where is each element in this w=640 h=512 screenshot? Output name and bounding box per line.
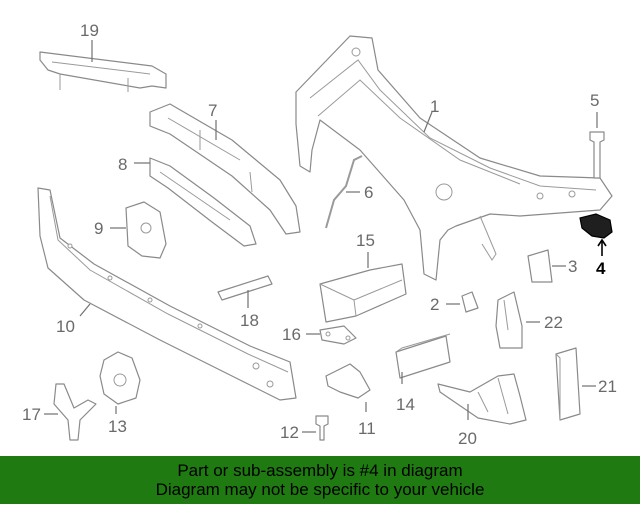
callout-11: 11 (358, 419, 376, 438)
callout-14: 14 (396, 395, 415, 414)
callout-20: 20 (458, 429, 477, 448)
callout-4: 4 (596, 259, 606, 278)
part-8: 8 (118, 155, 257, 247)
exploded-parts-diagram: 19 7 8 9 (22, 21, 617, 448)
callout-6: 6 (364, 183, 373, 202)
part-5: 5 (589, 91, 605, 179)
part-14: 14 (395, 333, 451, 414)
part-18: 18 (217, 275, 273, 330)
banner-line-2: Diagram may not be specific to your vehi… (155, 480, 485, 499)
bumper-holes (67, 243, 274, 388)
callout-9: 9 (94, 219, 103, 238)
part-21: 21 (555, 347, 617, 421)
callout-22: 22 (544, 313, 563, 332)
part-4-highlighted: 4 (579, 213, 613, 278)
callout-15: 15 (356, 231, 375, 250)
part-7: 7 (149, 101, 301, 235)
part-13: 13 (99, 351, 141, 436)
part-10: 10 (37, 187, 297, 401)
part-3: 3 (527, 249, 577, 283)
info-banner: Part or sub-assembly is #4 in diagram Di… (0, 456, 640, 504)
part-12: 12 (280, 415, 329, 442)
callout-3: 3 (568, 257, 577, 276)
part-2: 2 (430, 291, 479, 314)
part-6: 6 (325, 155, 373, 229)
callout-12: 12 (280, 423, 299, 442)
callout-5: 5 (590, 91, 599, 110)
callout-16: 16 (282, 325, 301, 344)
part-16: 16 (282, 325, 357, 345)
part-22: 22 (495, 291, 563, 349)
part-11: 11 (325, 363, 376, 438)
callout-19: 19 (80, 21, 99, 40)
callout-18: 18 (240, 311, 259, 330)
callout-1: 1 (430, 97, 439, 116)
part-17: 17 (22, 383, 97, 441)
callout-21: 21 (598, 377, 617, 396)
callout-8: 8 (118, 155, 127, 174)
callout-17: 17 (22, 405, 41, 424)
callout-7: 7 (208, 101, 217, 120)
part-19: 19 (39, 21, 167, 92)
banner-line-1: Part or sub-assembly is #4 in diagram (177, 461, 463, 480)
part-9: 9 (94, 201, 167, 259)
callout-13: 13 (108, 417, 127, 436)
callout-10: 10 (56, 317, 75, 336)
part-1: 1 (295, 35, 613, 281)
callout-2: 2 (430, 295, 439, 314)
part-20: 20 (437, 373, 527, 448)
part-15: 15 (319, 231, 407, 323)
